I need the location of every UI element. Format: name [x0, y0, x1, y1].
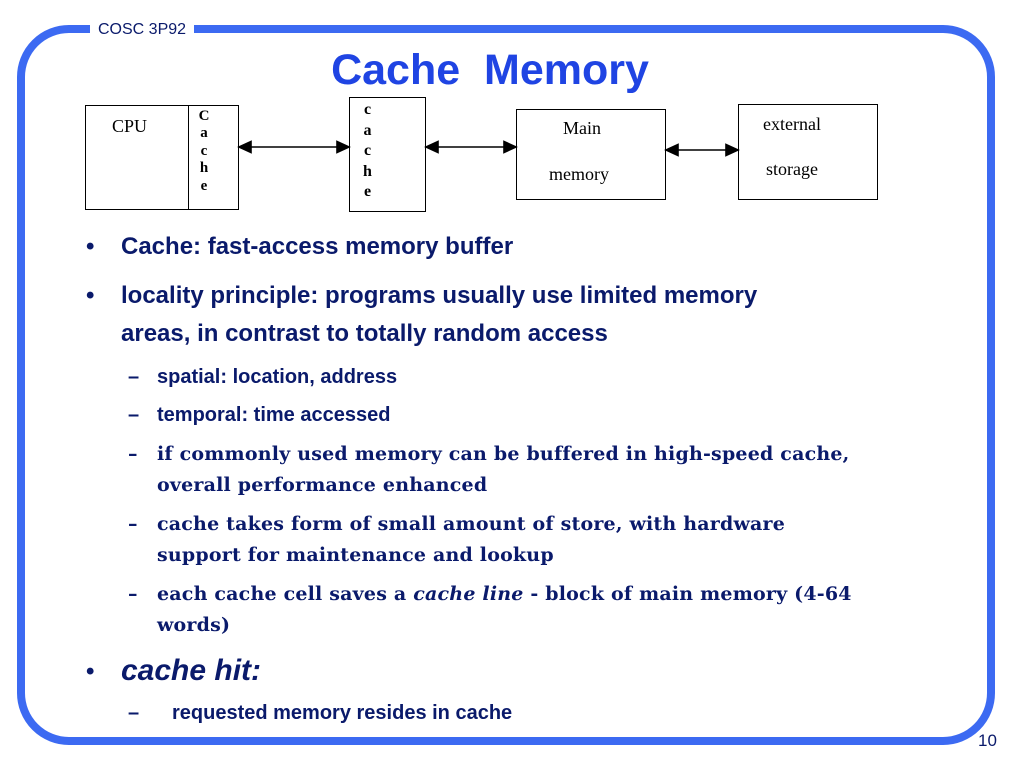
sub-bullet-buffering-line1: if commonly used memory can be buffered …	[157, 443, 850, 465]
bullet-locality-line2: areas, in contrast to totally random acc…	[121, 320, 608, 347]
cache-text: c a c h e	[350, 100, 385, 203]
dash-marker: –	[128, 404, 140, 426]
sub-bullet-temporal: temporal: time accessed	[157, 404, 391, 426]
external-storage-box: external storage	[738, 104, 878, 200]
double-arrow-cache-main	[424, 140, 518, 154]
cpu-box: CPU C a c h e	[85, 104, 240, 210]
sub-bullet-store-line1: cache takes form of small amount of stor…	[157, 513, 786, 535]
bullet-marker: •	[86, 233, 95, 260]
emphasis-cache-line: cache line	[413, 583, 524, 605]
sub-bullet-requested-memory: requested memory resides in cache	[172, 702, 513, 724]
course-code: COSC 3P92	[90, 15, 195, 45]
bullet-locality-line1: locality principle: programs usually use…	[121, 282, 758, 309]
sub-bullet-store-line2: support for maintenance and lookup	[157, 544, 554, 566]
cache-box: c a c h e	[349, 97, 426, 212]
cpu-cache-letter: c	[200, 142, 208, 159]
cpu-cache-letter: C	[198, 107, 210, 124]
cache-letter: a	[363, 121, 372, 139]
text-run: - block of main memory (4-64	[523, 583, 852, 605]
cpu-internal-cache: C a c h e	[188, 104, 240, 210]
sub-bullet-cache-line: each cache cell saves a cache line - blo…	[157, 579, 852, 610]
slide-title: Cache Memory	[331, 46, 649, 94]
cpu-cache-letter: e	[200, 177, 208, 194]
sub-bullet-cache-line-line2: words)	[157, 614, 231, 636]
sub-bullet-buffering-line2: overall performance enhanced	[157, 474, 488, 496]
main-memory-label: memory	[549, 164, 609, 184]
bullet-marker: •	[86, 658, 95, 685]
main-memory-label: Main	[563, 118, 601, 138]
cpu-cache-text: C a c h e	[197, 108, 211, 196]
cpu-cache-letter: h	[199, 160, 209, 176]
dash-marker: –	[128, 702, 140, 724]
dash-marker: –	[128, 583, 138, 605]
cpu-cache-letter: a	[200, 125, 208, 141]
cache-letter: c	[363, 101, 372, 118]
double-arrow-main-external	[664, 143, 740, 157]
cache-letter: h	[363, 162, 372, 180]
cpu-label: CPU	[112, 116, 148, 136]
cache-letter: e	[363, 183, 372, 200]
bullet-cache-hit: cache hit:	[121, 654, 262, 687]
bullet-marker: •	[86, 282, 95, 309]
bullet-cache-definition: Cache: fast-access memory buffer	[121, 233, 514, 260]
slide-frame	[17, 25, 995, 745]
double-arrow-cpu-cache	[237, 140, 351, 154]
main-memory-box: Main memory	[516, 109, 666, 200]
dash-marker: –	[128, 513, 138, 535]
cache-letter: c	[363, 142, 372, 159]
sub-bullet-spatial: spatial: location, address	[157, 366, 398, 388]
page-number: 10	[978, 731, 997, 750]
external-storage-label: external	[763, 114, 821, 134]
dash-marker: –	[128, 366, 140, 388]
external-storage-label: storage	[766, 159, 818, 179]
dash-marker: –	[128, 443, 138, 465]
text-run: each cache cell saves a	[157, 583, 414, 605]
